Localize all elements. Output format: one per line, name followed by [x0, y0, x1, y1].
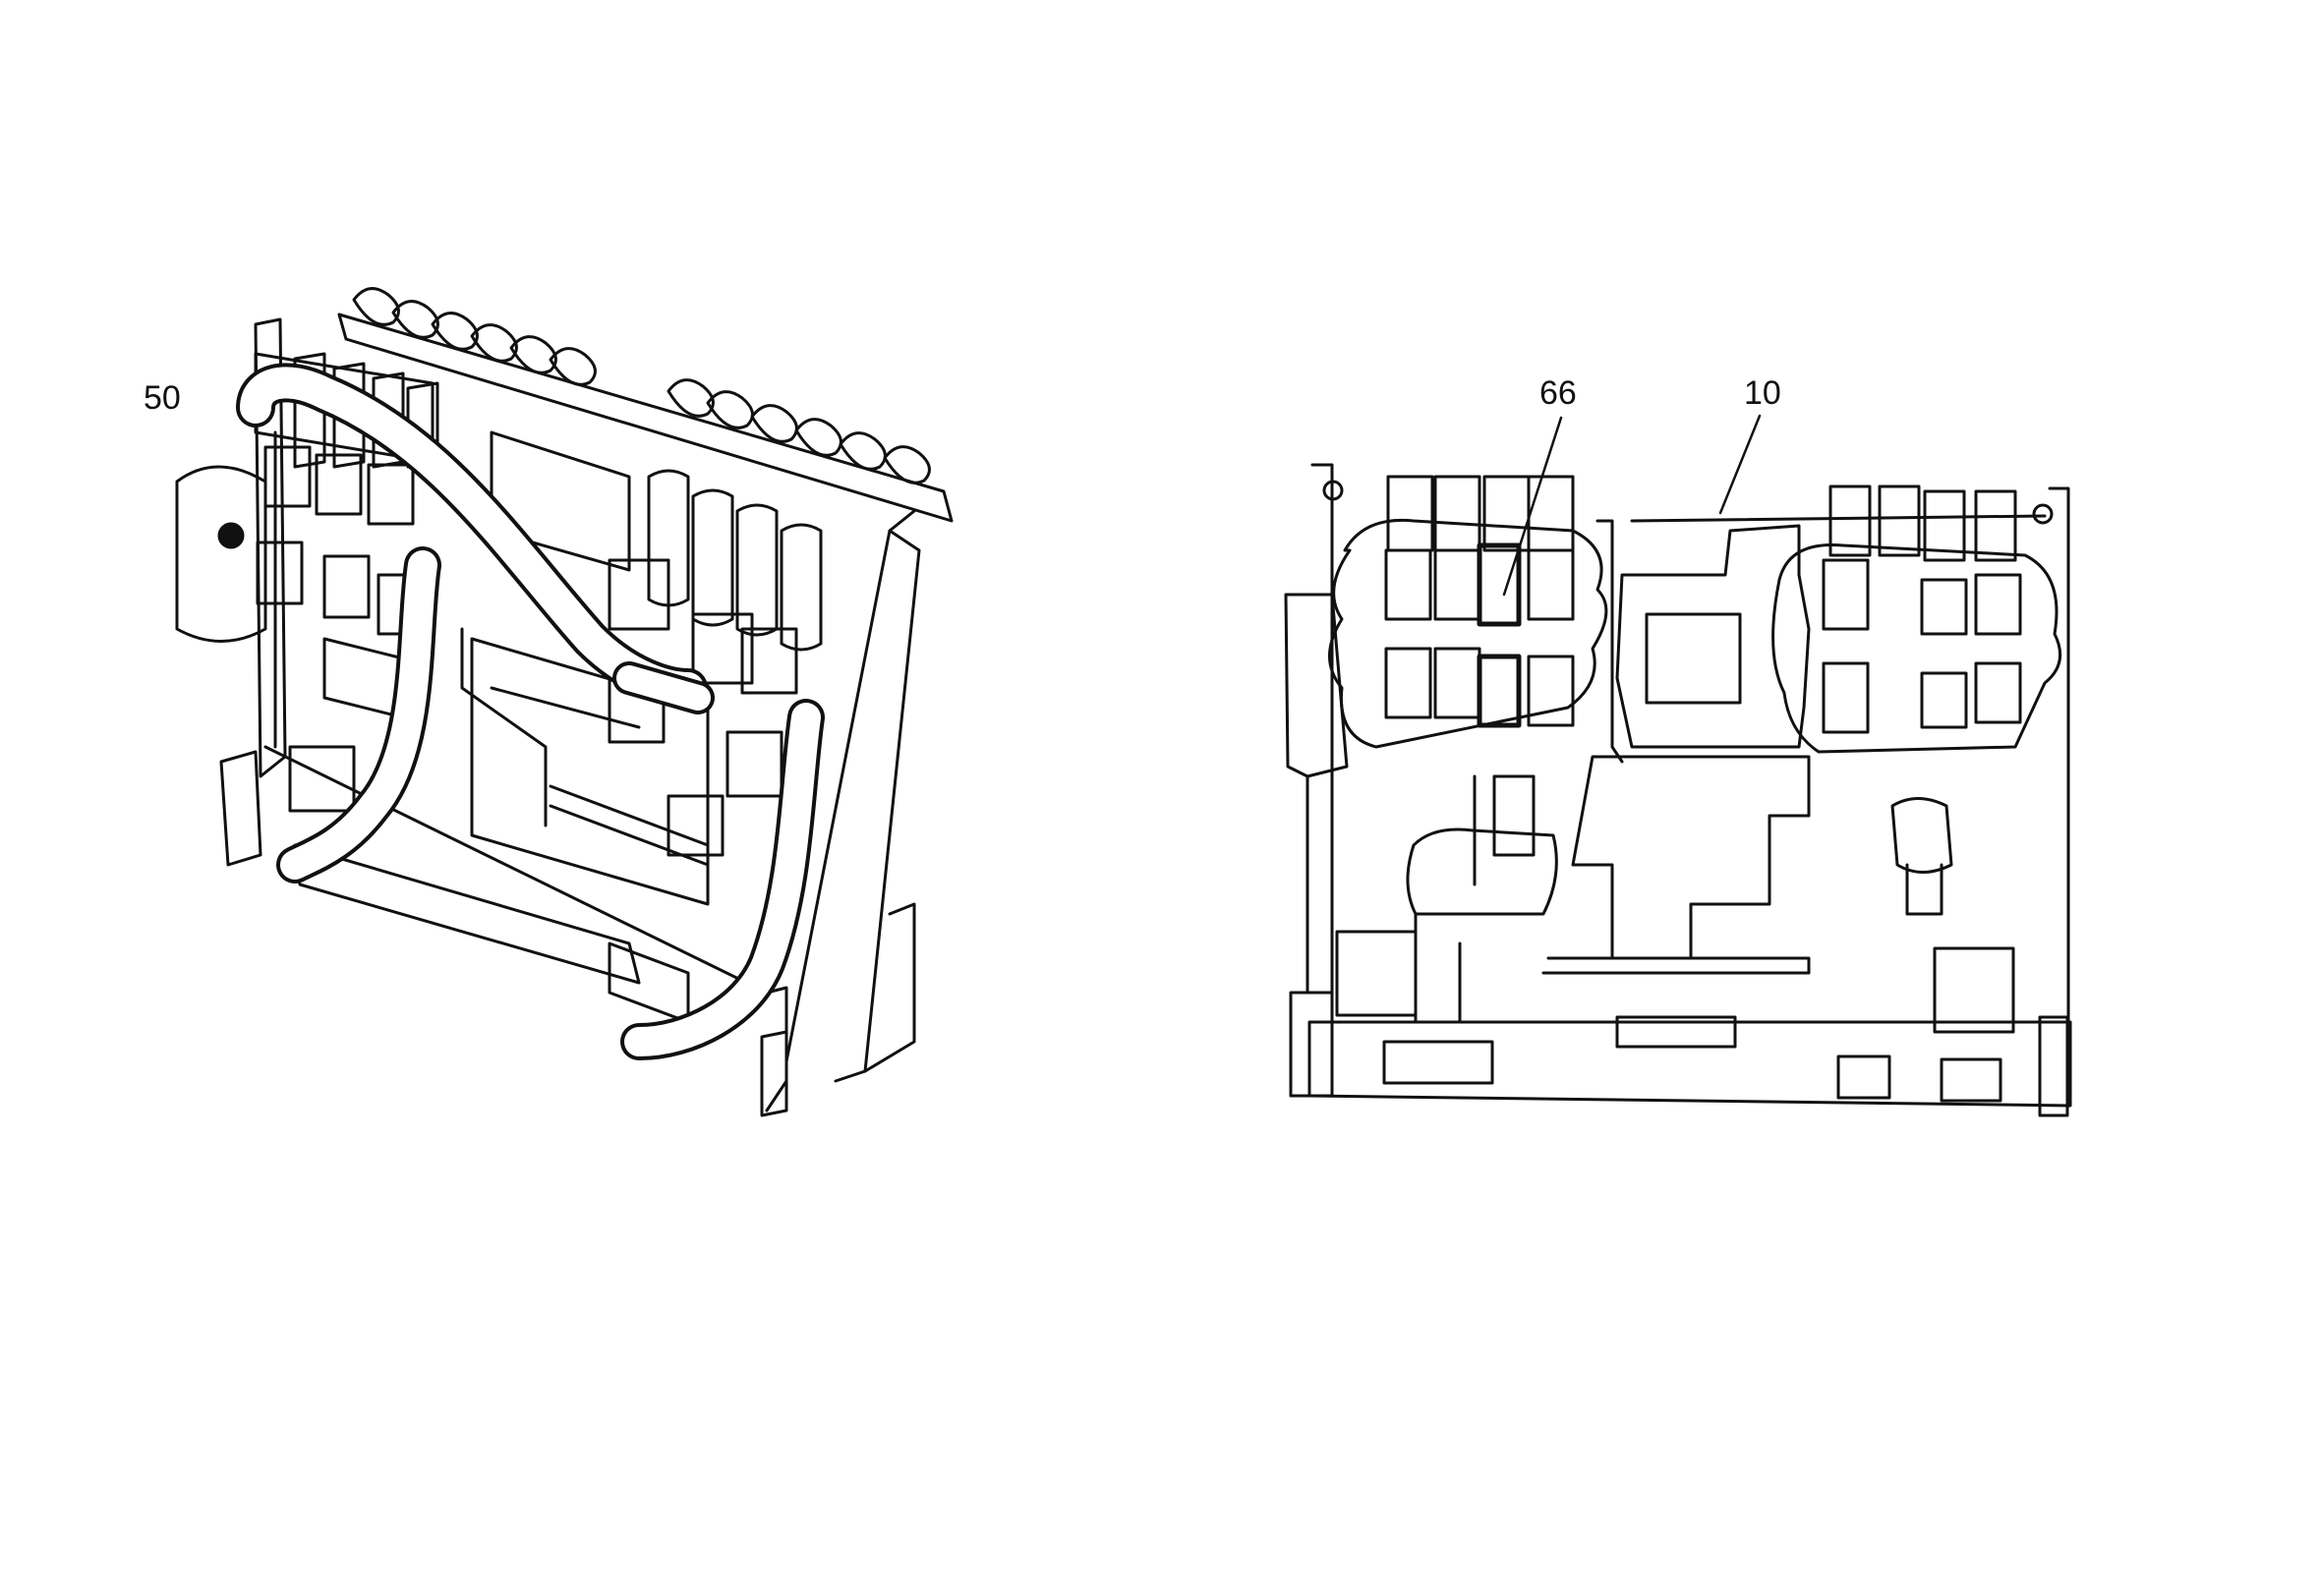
callout-label-50: 50	[144, 379, 181, 417]
callout-label-66: 66	[1539, 374, 1577, 412]
callout-label-10: 10	[1744, 374, 1781, 412]
